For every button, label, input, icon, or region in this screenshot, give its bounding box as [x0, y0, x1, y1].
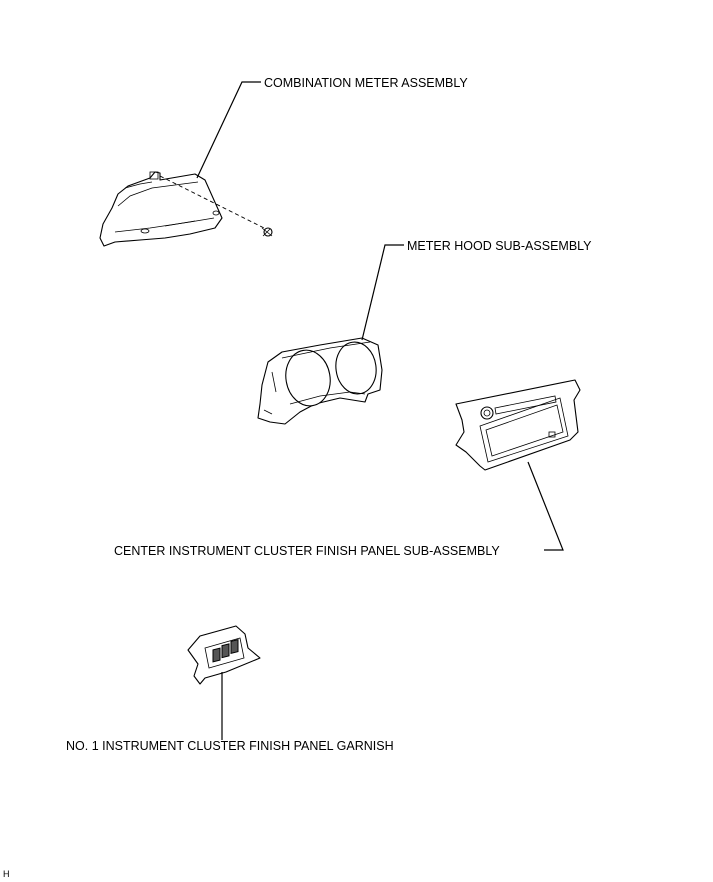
center-panel-leader	[527, 461, 564, 551]
screw-guide-line	[159, 175, 269, 231]
combination-meter-illustration	[99, 171, 223, 247]
center-panel-illustration	[455, 379, 581, 471]
garnish-illustration	[187, 625, 261, 685]
combination-meter-leader	[196, 81, 261, 179]
illustration-code: H	[3, 869, 10, 879]
meter-hood-leader	[361, 244, 404, 341]
meter-hood-illustration	[257, 337, 383, 425]
meter-hood-label: METER HOOD SUB-ASSEMBLY	[407, 239, 592, 253]
combination-meter-label: COMBINATION METER ASSEMBLY	[264, 76, 468, 90]
screw-illustration	[261, 227, 273, 237]
center-panel-label: CENTER INSTRUMENT CLUSTER FINISH PANEL S…	[114, 544, 500, 558]
garnish-label: NO. 1 INSTRUMENT CLUSTER FINISH PANEL GA…	[66, 739, 394, 753]
